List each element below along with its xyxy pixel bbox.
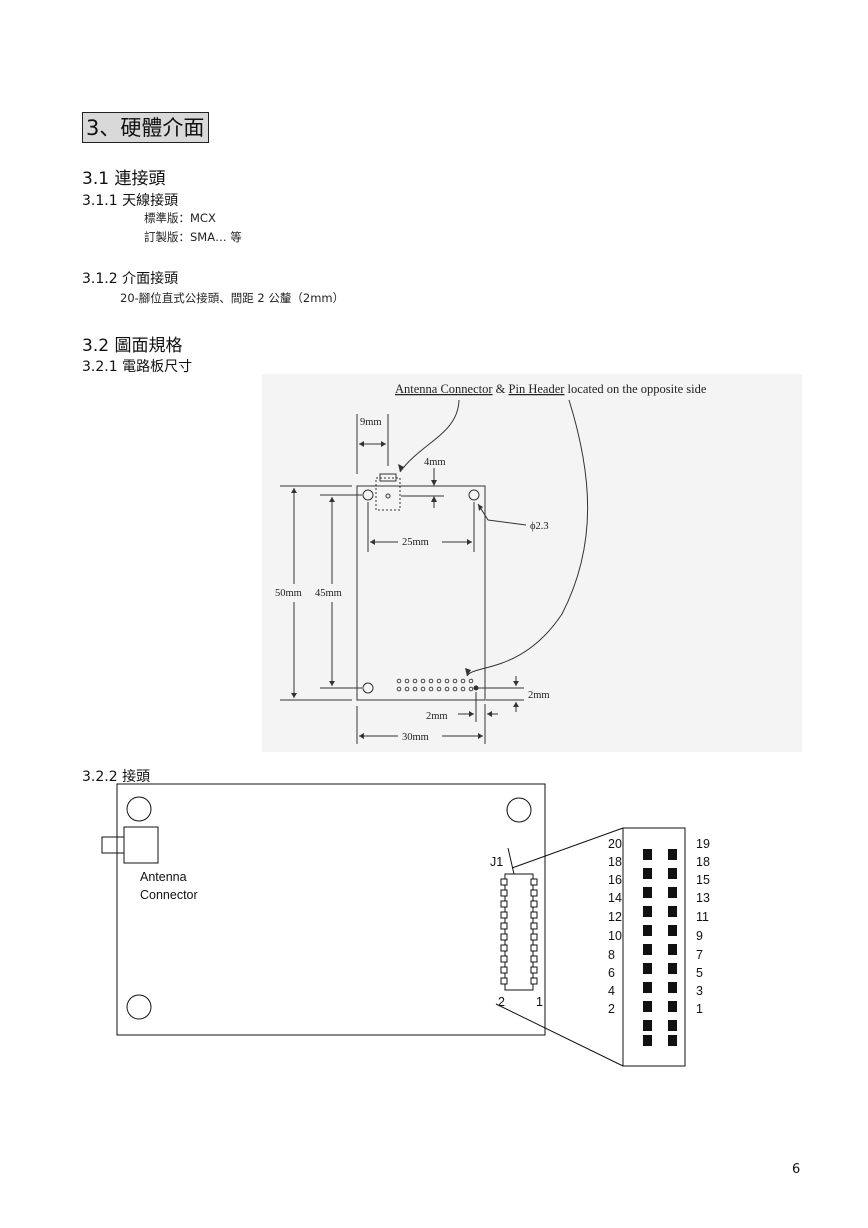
right-pin-number: 11 — [696, 910, 709, 924]
dim-2mm-bottom: 2mm — [426, 711, 448, 722]
dim-2mm-right: 2mm — [528, 690, 550, 701]
antenna-connector-link-text: Antenna Connector — [395, 382, 493, 396]
interface-connector-line: 20-腳位直式公接頭、間距 2 公釐（2mm） — [120, 291, 345, 305]
section-3-2-title: 3.2 圖面規格 — [82, 336, 183, 356]
board-dimension-drawing: Antenna Connector & Pin Header located o… — [262, 374, 802, 752]
j1-header — [504, 873, 534, 991]
antenna-custom-line: 訂製版：SMA… 等 — [144, 230, 242, 244]
right-pin-number: 15 — [696, 873, 710, 887]
left-pin-number: 8 — [608, 948, 615, 962]
right-pin-number: 9 — [696, 929, 703, 943]
page-number: 6 — [792, 1162, 801, 1177]
mount-hole — [126, 994, 152, 1020]
section-3-2-1-title: 3.2.1 電路板尺寸 — [82, 359, 193, 375]
j1-label: J1 — [490, 855, 503, 869]
j1-pin-2-label: 2 — [498, 995, 505, 1009]
antenna-connector-plug — [101, 836, 125, 854]
dim-4mm: 4mm — [424, 457, 446, 468]
mount-hole — [126, 796, 152, 822]
section-3-1-title: 3.1 連接頭 — [82, 169, 166, 189]
pin-header-link-text: Pin Header — [509, 382, 566, 396]
right-pin-number: 7 — [696, 948, 703, 962]
left-pin-number: 6 — [608, 966, 615, 980]
right-pin-number: 13 — [696, 891, 710, 905]
dim-30mm: 30mm — [402, 732, 429, 743]
board-outline — [116, 783, 546, 1036]
left-pin-number: 16 — [608, 873, 622, 887]
antenna-label-line-1: Antenna — [140, 870, 187, 884]
left-pin-number: 4 — [608, 984, 615, 998]
left-pin-number: 18 — [608, 855, 622, 869]
dim-50mm: 50mm — [275, 588, 302, 599]
left-pin-number: 12 — [608, 910, 622, 924]
left-pin-numbers: 20 18 16 14 12 10 8 6 4 2 — [608, 837, 622, 1016]
left-pin-number: 2 — [608, 1002, 615, 1016]
section-3-1-1-title: 3.1.1 天線接頭 — [82, 193, 179, 209]
j1-pin-1-label: 1 — [536, 995, 543, 1009]
right-pin-number: 18 — [696, 855, 710, 869]
dim-25mm: 25mm — [402, 537, 429, 548]
left-pin-number: 14 — [608, 891, 622, 905]
dim-phi-2-3: ϕ2.3 — [530, 521, 549, 532]
zoomed-pin-header — [622, 827, 686, 1067]
dim-9mm: 9mm — [360, 417, 382, 428]
section-3-2-2-title: 3.2.2 接頭 — [82, 769, 151, 785]
right-pin-number: 3 — [696, 984, 703, 998]
connector-pin-diagram: Antenna Connector J1 2 1 20 18 16 14 12 … — [101, 783, 710, 1067]
chapter-title: 3、硬體介面 — [82, 112, 210, 143]
mount-hole — [506, 797, 532, 823]
left-pin-number: 10 — [608, 929, 622, 943]
antenna-standard-line: 標準版：MCX — [144, 211, 216, 225]
right-pin-numbers: 19 18 15 13 11 9 7 5 3 1 — [696, 837, 710, 1016]
header-note: Antenna Connector & Pin Header located o… — [395, 382, 707, 396]
antenna-label-line-2: Connector — [140, 888, 198, 902]
dim-45mm: 45mm — [315, 588, 342, 599]
right-pin-number: 19 — [696, 837, 710, 851]
section-3-1-2-title: 3.1.2 介面接頭 — [82, 271, 179, 287]
right-pin-number: 5 — [696, 966, 703, 980]
right-pin-number: 1 — [696, 1002, 703, 1016]
antenna-connector-body — [123, 826, 159, 864]
left-pin-number: 20 — [608, 837, 622, 851]
